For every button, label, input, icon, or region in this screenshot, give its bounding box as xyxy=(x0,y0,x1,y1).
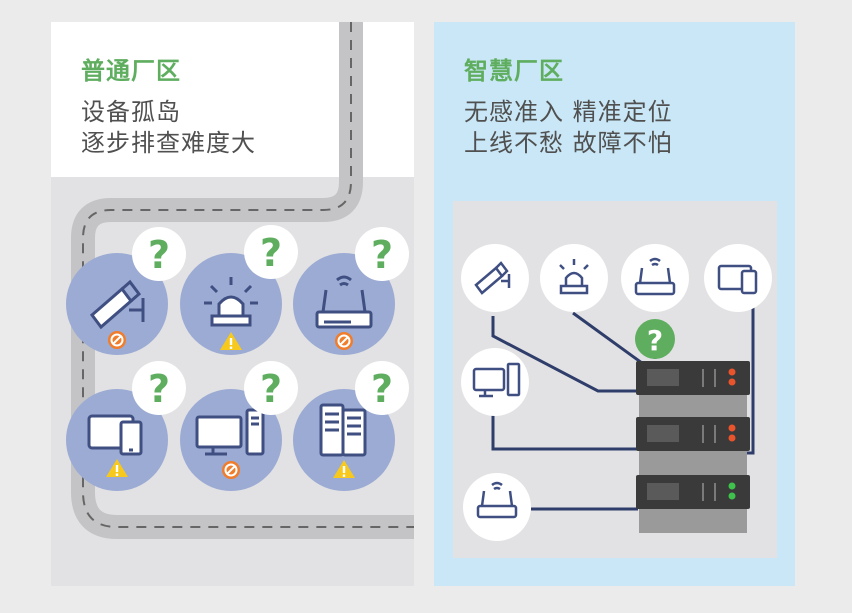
network-diagram: ? xyxy=(461,244,772,541)
normal-factory-title: 普通厂区 xyxy=(81,57,181,85)
unknown-bubble xyxy=(244,225,298,279)
normal-factory-line-1: 设备孤岛 xyxy=(81,98,181,126)
node-desktop xyxy=(461,348,529,416)
node-tablet xyxy=(704,244,772,312)
central-server-rack xyxy=(636,361,750,533)
desktop-pc-icon xyxy=(195,408,265,456)
camera-icon xyxy=(89,279,145,330)
blocked-icon xyxy=(221,460,241,480)
server-icon xyxy=(319,403,367,457)
smart-factory-line-2: 上线不愁 故障不怕 xyxy=(464,129,673,157)
alarm-light-icon xyxy=(204,277,258,327)
normal-factory-line-2: 逐步排查难度大 xyxy=(81,129,256,157)
router-icon xyxy=(476,481,518,519)
alarm-light-icon xyxy=(559,259,589,295)
unknown-bubble xyxy=(132,361,186,415)
isolated-devices-layer: ? ? xyxy=(66,225,409,491)
unknown-bubble xyxy=(132,227,186,281)
isolated-road-layer xyxy=(71,22,414,539)
question-mark-icon: ? xyxy=(647,324,663,357)
normal-factory-panel: 普通厂区 设备孤岛 逐步排查难度大 xyxy=(51,22,414,586)
unknown-bubble xyxy=(355,361,409,415)
blocked-icon xyxy=(334,331,354,351)
router-icon xyxy=(315,275,373,329)
node-router-2 xyxy=(463,473,531,541)
device-server-isolated: ? xyxy=(293,361,409,491)
server-unit-2 xyxy=(636,417,750,451)
node-alarm xyxy=(540,244,608,312)
unknown-device-bubble: ? xyxy=(635,319,675,359)
node-camera xyxy=(461,244,529,312)
node-router xyxy=(621,244,689,312)
server-unit-3 xyxy=(636,475,750,509)
tablet-icon xyxy=(717,264,758,295)
question-mark-icon: ? xyxy=(260,367,282,411)
question-mark-icon: ? xyxy=(148,233,170,277)
smart-factory-line-1: 无感准入 精准定位 xyxy=(464,98,673,126)
blocked-icon xyxy=(107,330,127,350)
unknown-bubble xyxy=(244,361,298,415)
smart-factory-title: 智慧厂区 xyxy=(464,57,564,85)
network-diagram-area: ? xyxy=(453,201,777,558)
server-unit-1 xyxy=(636,361,750,395)
question-mark-icon: ? xyxy=(148,367,170,411)
camera-icon xyxy=(474,261,511,295)
desktop-pc-icon xyxy=(472,362,521,398)
question-mark-icon: ? xyxy=(260,231,282,275)
smart-factory-panel: 智慧厂区 无感准入 精准定位 上线不愁 故障不怕 xyxy=(434,22,795,586)
device-tablet-isolated: ? xyxy=(66,361,186,491)
device-router-isolated: ? xyxy=(293,227,409,355)
question-mark-icon: ? xyxy=(371,233,393,277)
tablet-icon xyxy=(87,414,143,456)
device-desktop-isolated: ? xyxy=(180,361,298,491)
router-icon xyxy=(634,257,676,296)
question-mark-icon: ? xyxy=(371,367,393,411)
unknown-bubble xyxy=(355,227,409,281)
device-alarm-isolated: ? xyxy=(180,225,298,355)
device-camera-isolated: ? xyxy=(66,227,186,355)
